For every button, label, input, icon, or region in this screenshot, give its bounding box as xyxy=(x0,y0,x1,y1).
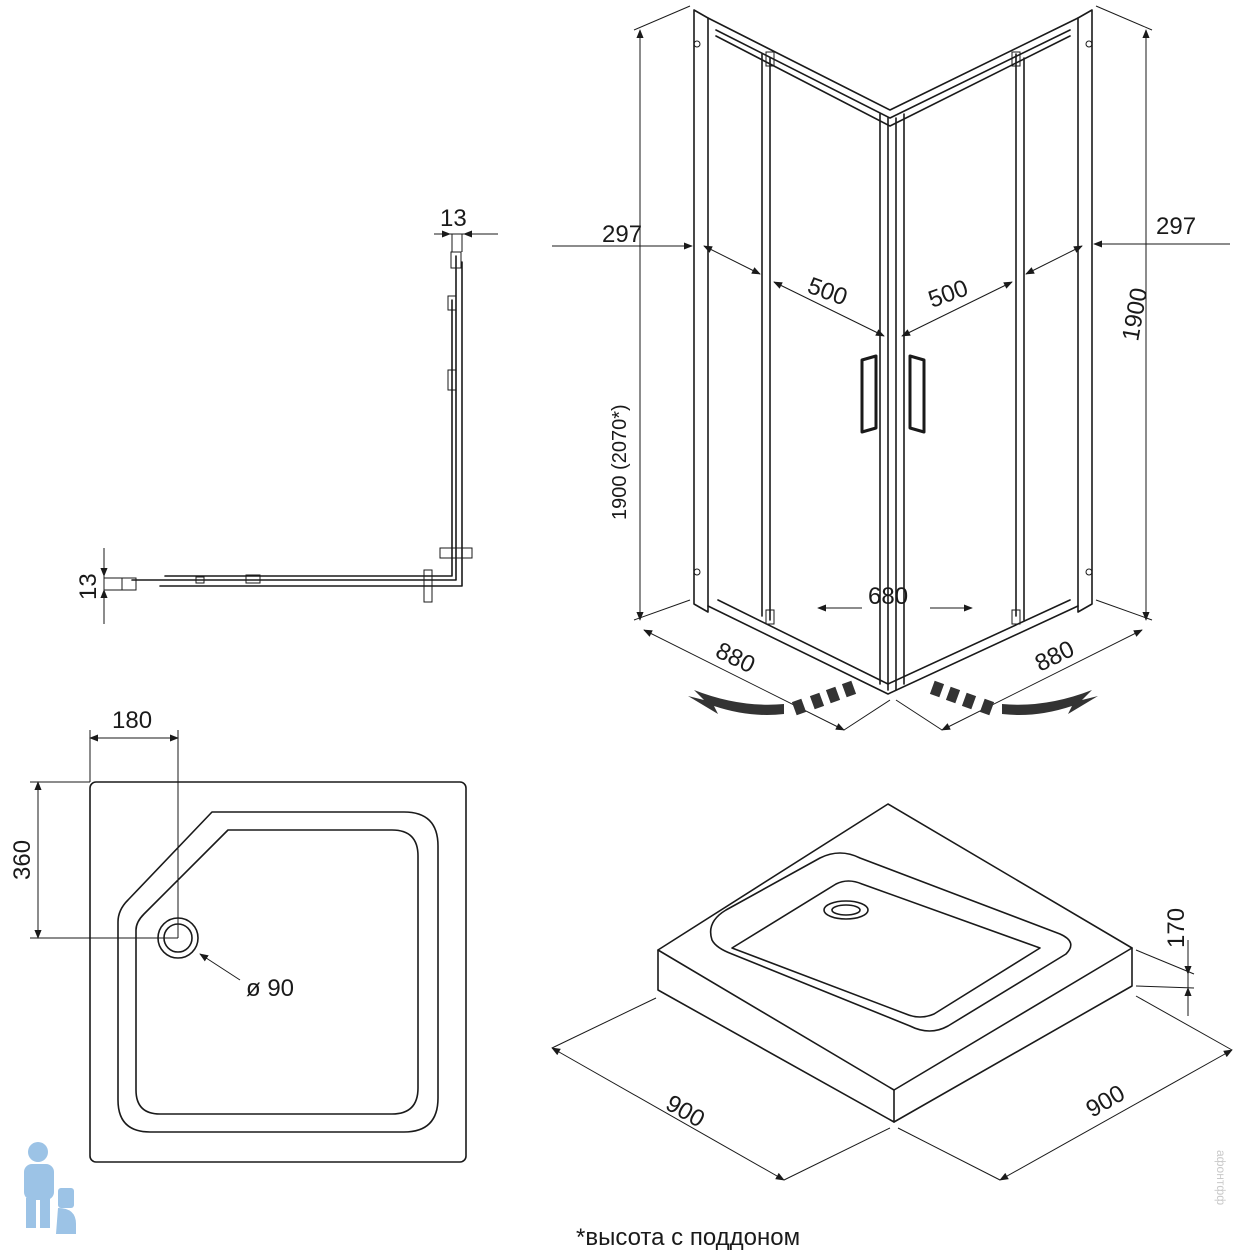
dim-profile-left: 13 xyxy=(75,573,102,600)
cabin-view: 297 297 500 500 1900 (2070*) 1900 680 88… xyxy=(552,5,1230,731)
dim-900-left: 900 xyxy=(661,1090,709,1133)
dim-680: 680 xyxy=(868,583,908,610)
dim-drain-diameter: ø 90 xyxy=(246,975,294,1002)
tray-plan-view: 180 360 ø 90 xyxy=(9,707,467,1163)
tray-iso-view: 900 900 170 xyxy=(551,803,1233,1181)
watermark: афонтфф xyxy=(1214,1150,1228,1206)
dim-500-right: 500 xyxy=(925,275,972,314)
plumber-mascot-icon xyxy=(24,1142,76,1234)
dim-height-right: 1900 xyxy=(1117,286,1153,343)
dim-297-left: 297 xyxy=(602,221,642,248)
footnote: *высота с поддоном xyxy=(576,1224,801,1251)
dim-360: 360 xyxy=(9,840,36,880)
dim-profile-top: 13 xyxy=(440,205,467,232)
handle-left xyxy=(860,354,878,434)
dim-height-left: 1900 (2070*) xyxy=(609,404,631,520)
dim-880-left: 880 xyxy=(711,637,759,679)
profile-view: 13 13 xyxy=(75,205,498,624)
handle-right xyxy=(908,354,926,434)
door-swing-arrows xyxy=(688,680,1098,716)
dim-297-right: 297 xyxy=(1156,213,1196,240)
dim-900-right: 900 xyxy=(1082,1080,1130,1123)
dim-180: 180 xyxy=(112,707,152,734)
dim-170: 170 xyxy=(1163,908,1190,948)
dim-880-right: 880 xyxy=(1031,636,1079,678)
dim-500-left: 500 xyxy=(804,272,851,311)
